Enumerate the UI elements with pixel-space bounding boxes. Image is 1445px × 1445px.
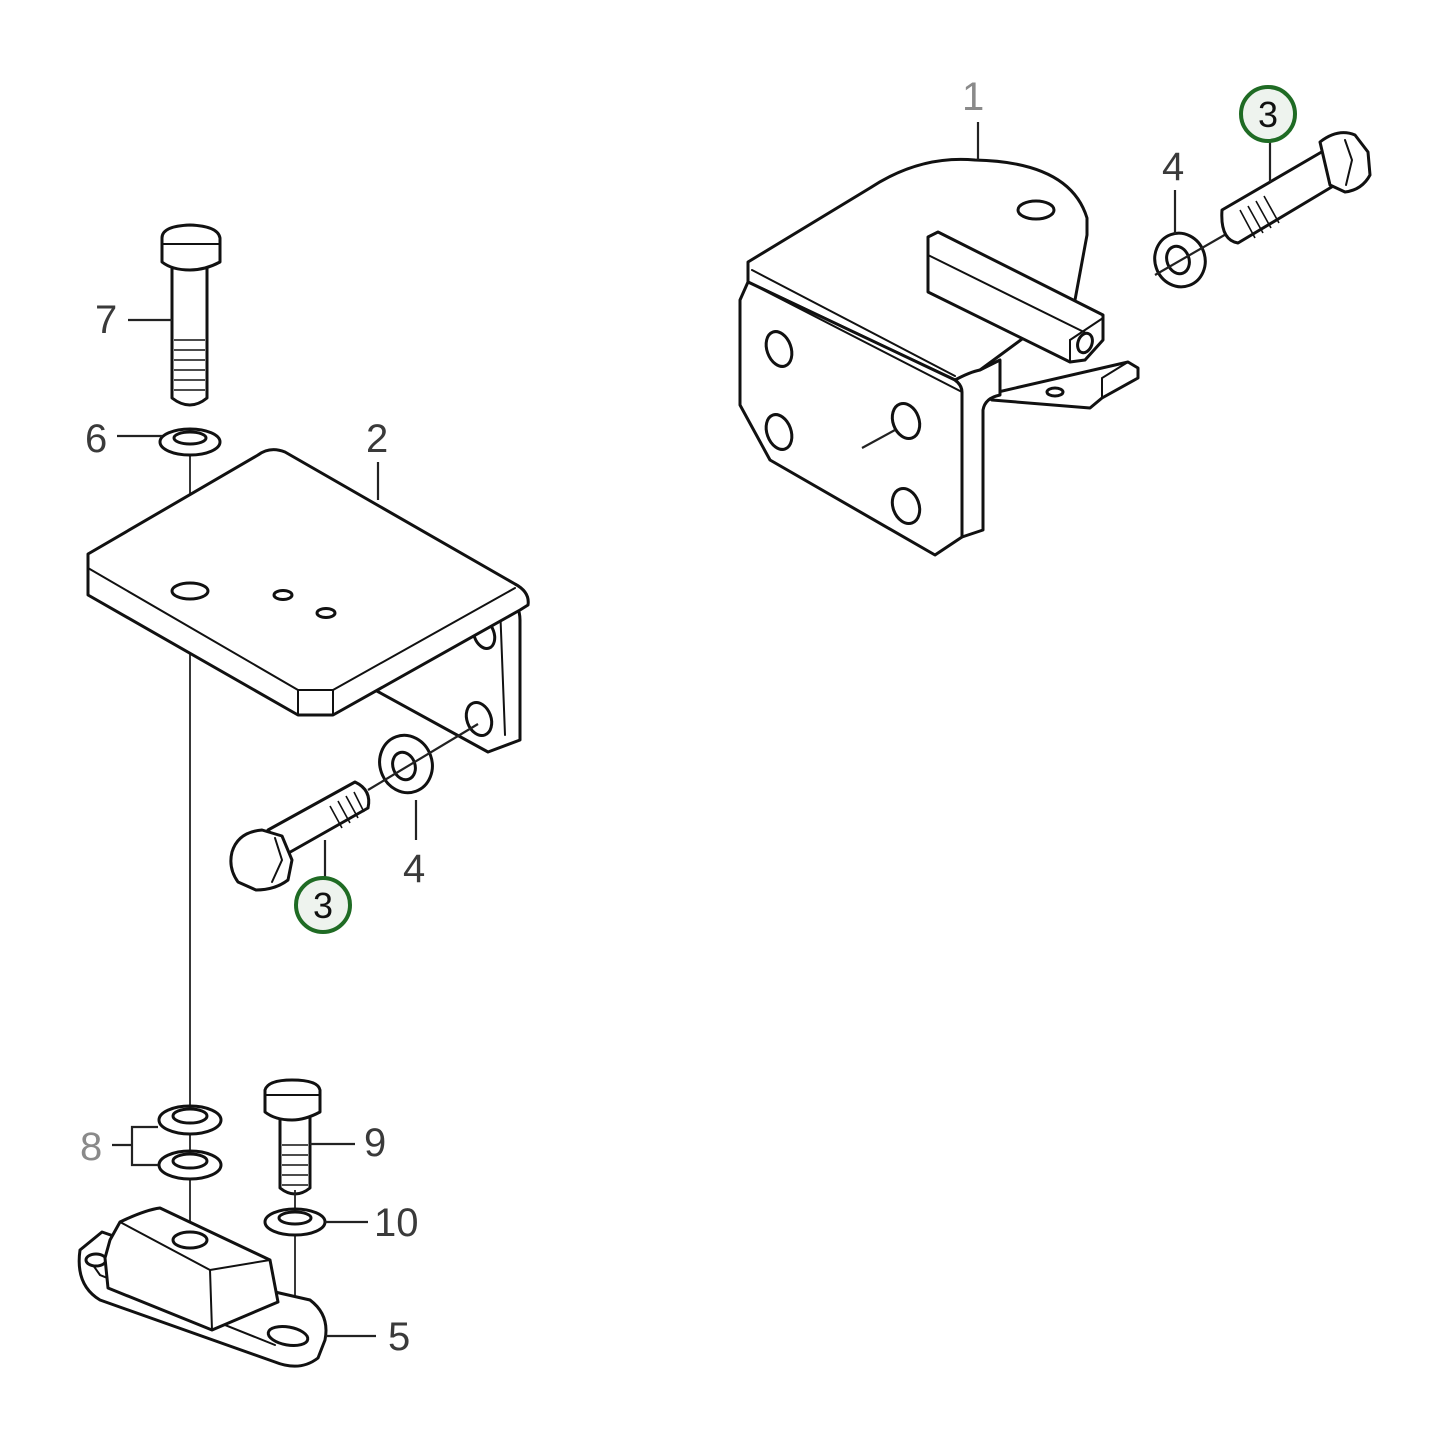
- part-4-washer-right[interactable]: [1147, 226, 1229, 294]
- callout-9-label: 9: [364, 1121, 386, 1165]
- callout-6[interactable]: 6: [85, 417, 162, 461]
- callout-2-label: 2: [366, 417, 388, 461]
- callout-8-label: 8: [80, 1125, 102, 1169]
- part-9-bolt[interactable]: [263, 1078, 322, 1196]
- callout-8[interactable]: 8: [80, 1125, 158, 1169]
- callout-4-right[interactable]: 4: [1162, 145, 1184, 234]
- callout-5-label: 5: [388, 1315, 410, 1359]
- callout-4-left-label: 4: [403, 847, 425, 891]
- callout-5[interactable]: 5: [326, 1315, 410, 1359]
- callout-3-left-label: 3: [313, 885, 333, 926]
- part-2-bracket[interactable]: [86, 448, 530, 754]
- callout-10[interactable]: 10: [325, 1201, 419, 1245]
- part-6-washer[interactable]: [158, 427, 222, 457]
- part-4-washer-left[interactable]: [367, 723, 479, 800]
- part-8-washers[interactable]: [157, 1104, 223, 1181]
- callout-10-label: 10: [374, 1201, 419, 1245]
- callout-4-left[interactable]: 4: [403, 800, 425, 891]
- callout-2[interactable]: 2: [366, 417, 388, 500]
- callout-4-right-label: 4: [1162, 145, 1184, 189]
- highlight-circle: [1239, 85, 1297, 143]
- highlight-circle: [294, 876, 352, 934]
- callout-6-label: 6: [85, 417, 107, 461]
- callout-3-right[interactable]: 3: [1239, 85, 1297, 182]
- callout-3-right-label: 3: [1258, 94, 1278, 135]
- part-3-bolt-right[interactable]: [1220, 131, 1372, 245]
- callout-7-label: 7: [95, 298, 117, 342]
- part-3-bolt-left[interactable]: [229, 780, 371, 892]
- callout-1-label: 1: [962, 75, 984, 119]
- part-7-bolt[interactable]: [160, 223, 222, 407]
- callout-7[interactable]: 7: [95, 298, 172, 342]
- part-1-bracket[interactable]: [738, 157, 1140, 557]
- callout-3-left[interactable]: 3: [294, 840, 352, 934]
- callout-9[interactable]: 9: [310, 1121, 386, 1165]
- part-5-rubber-mount[interactable]: [77, 1206, 328, 1368]
- callout-1[interactable]: 1: [962, 75, 984, 160]
